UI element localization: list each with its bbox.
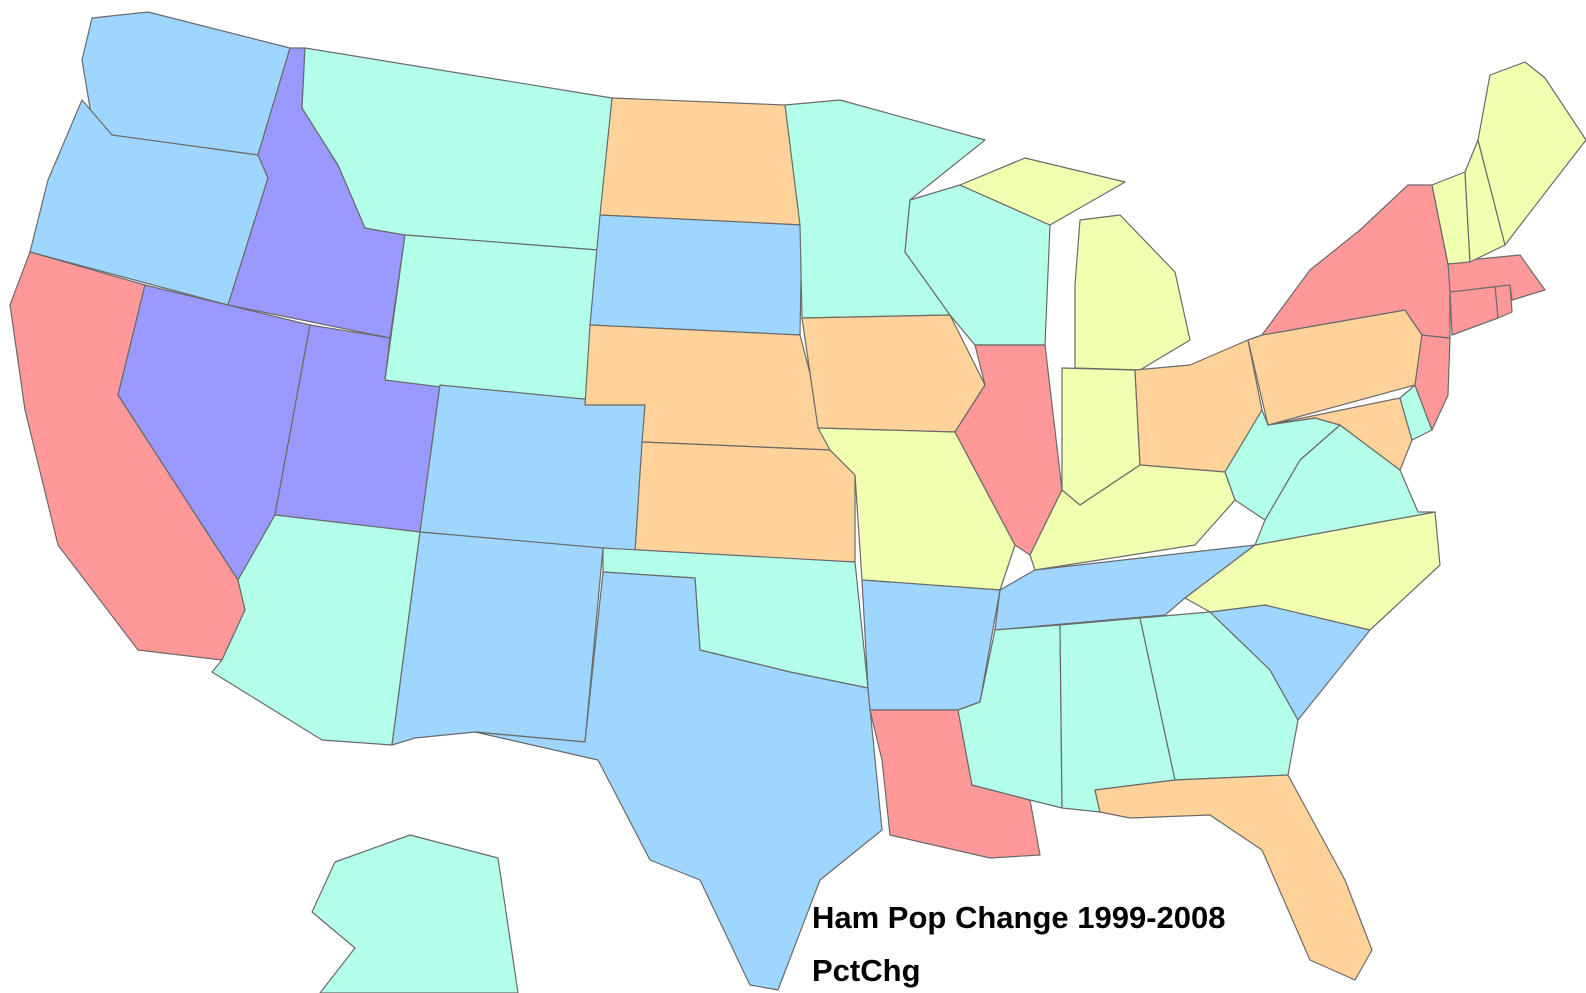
state-washington [81,11,291,156]
state-michigan [959,157,1191,371]
state-iowa [801,314,986,433]
state-north-dakota [599,97,803,226]
state-massachusetts [1447,254,1546,301]
state-connecticut [1449,284,1499,336]
state-south-dakota [589,214,803,336]
state-rhode-island [1494,284,1513,319]
state-illinois [954,344,1063,556]
state-arkansas [861,579,1001,711]
state-maine [1477,61,1586,246]
state-wyoming [384,234,599,406]
state-north-carolina [1184,511,1441,631]
state-kansas [634,441,856,563]
state-colorado [419,384,646,553]
legend-title: Ham Pop Change 1999-2008 [812,900,1226,935]
state-texas [474,571,883,991]
state-alaska [311,834,519,993]
legend-field: PctChg [812,953,921,988]
state-florida [1094,774,1373,981]
state-new-york [1261,184,1451,339]
state-new-mexico [391,531,604,746]
